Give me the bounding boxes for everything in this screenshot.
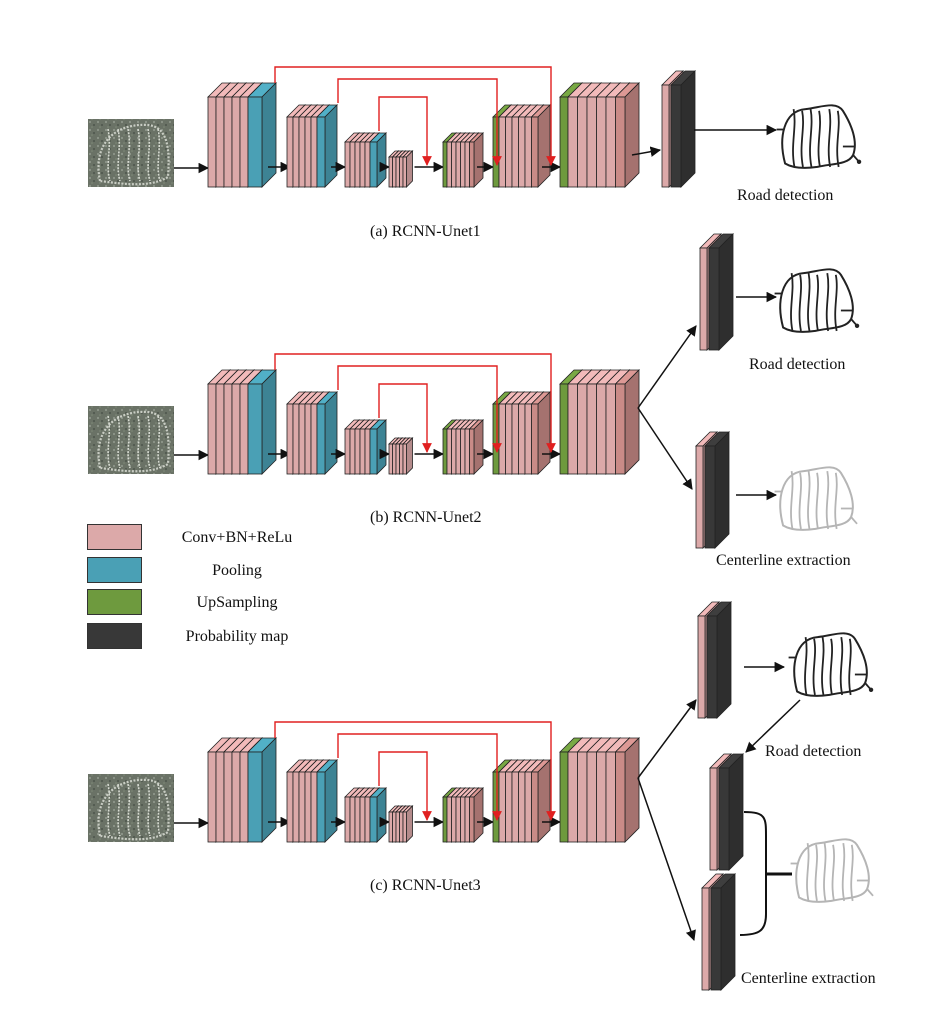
decoder-block-2-a — [492, 104, 551, 188]
output-block-a — [661, 70, 696, 188]
encoder-block-1-a — [207, 82, 277, 188]
road-detection-image-a — [776, 104, 862, 169]
branch-arrow-road-b — [637, 325, 697, 409]
encoder-block-3-a — [344, 132, 387, 188]
encoder-block-3-c — [344, 787, 387, 843]
output-block-road-c — [697, 601, 732, 719]
branch-arrow-road-c — [637, 699, 697, 779]
decoder-block-1-c — [442, 787, 484, 843]
decoder-block-1-a — [442, 132, 484, 188]
decoder-block-3-a — [559, 82, 640, 188]
skip-connection-1-a — [274, 66, 556, 166]
input-satellite-image-a — [88, 119, 174, 187]
legend-label-pooling: Pooling — [212, 562, 262, 579]
bottleneck-block-a — [388, 150, 414, 188]
legend-swatch-conv — [87, 524, 142, 550]
legend-swatch-probability-map — [87, 623, 142, 649]
decoder-block-3-b — [559, 369, 640, 475]
road-detection-image-c — [788, 632, 874, 697]
output-block-fusion-c — [709, 753, 744, 871]
decoder-block-2-c — [492, 759, 551, 843]
encoder-block-2-c — [286, 759, 338, 843]
road-detection-label-b: Road detection — [749, 356, 846, 373]
legend-swatch-upsampling — [87, 589, 142, 615]
caption-rcnn-unet2: (b) RCNN-Unet2 — [370, 509, 482, 526]
skip-connection-1-b — [274, 353, 556, 453]
encoder-block-3-b — [344, 419, 387, 475]
fusion-bracket-c — [739, 811, 767, 936]
skip-connection-3-a — [378, 96, 432, 166]
legend-item-upsampling: UpSampling — [87, 589, 417, 615]
centerline-image-c — [790, 838, 874, 903]
decoder-block-1-b — [442, 419, 484, 475]
bottleneck-block-c — [388, 805, 414, 843]
centerline-extraction-label-c: Centerline extraction — [741, 970, 876, 987]
encoder-block-1-b — [207, 369, 277, 475]
encoder-block-2-a — [286, 104, 338, 188]
output-block-centerline-b — [695, 431, 730, 549]
legend-label-upsampling: UpSampling — [196, 594, 278, 611]
centerline-extraction-label-b: Centerline extraction — [716, 552, 851, 569]
arrow-to-output-a — [631, 146, 662, 157]
skip-connection-2-b — [337, 365, 502, 453]
legend-item-probability-map: Probability map — [87, 623, 417, 649]
road-detection-label-c: Road detection — [765, 743, 862, 760]
branch-arrow-centerline-c — [637, 777, 696, 941]
legend-item-pooling: Pooling — [87, 557, 417, 583]
centerline-image-b — [774, 466, 858, 531]
encoder-block-2-b — [286, 391, 338, 475]
decoder-block-3-c — [559, 737, 640, 843]
bottleneck-block-b — [388, 437, 414, 475]
input-satellite-image-b — [88, 406, 174, 474]
output-block-road-b — [699, 233, 734, 351]
skip-connection-3-b — [378, 383, 432, 453]
skip-connection-2-a — [337, 78, 502, 166]
decoder-block-2-b — [492, 391, 551, 475]
encoder-block-1-c — [207, 737, 277, 843]
skip-connection-1-c — [274, 721, 556, 821]
output-block-centerline-c — [701, 873, 736, 991]
road-detection-label-a: Road detection — [737, 187, 834, 204]
arrow-road-to-fusion-c — [745, 699, 801, 753]
caption-rcnn-unet1: (a) RCNN-Unet1 — [370, 223, 481, 240]
road-detection-image-b — [774, 268, 860, 333]
skip-connection-3-c — [378, 751, 432, 821]
legend-swatch-pooling — [87, 557, 142, 583]
skip-connection-2-c — [337, 733, 502, 821]
legend-item-conv: Conv+BN+ReLu — [87, 524, 417, 550]
caption-rcnn-unet3: (c) RCNN-Unet3 — [370, 877, 481, 894]
input-satellite-image-c — [88, 774, 174, 842]
branch-arrow-centerline-b — [637, 407, 693, 490]
legend-label-conv: Conv+BN+ReLu — [181, 529, 293, 546]
legend-label-probability-map: Probability map — [185, 628, 289, 645]
